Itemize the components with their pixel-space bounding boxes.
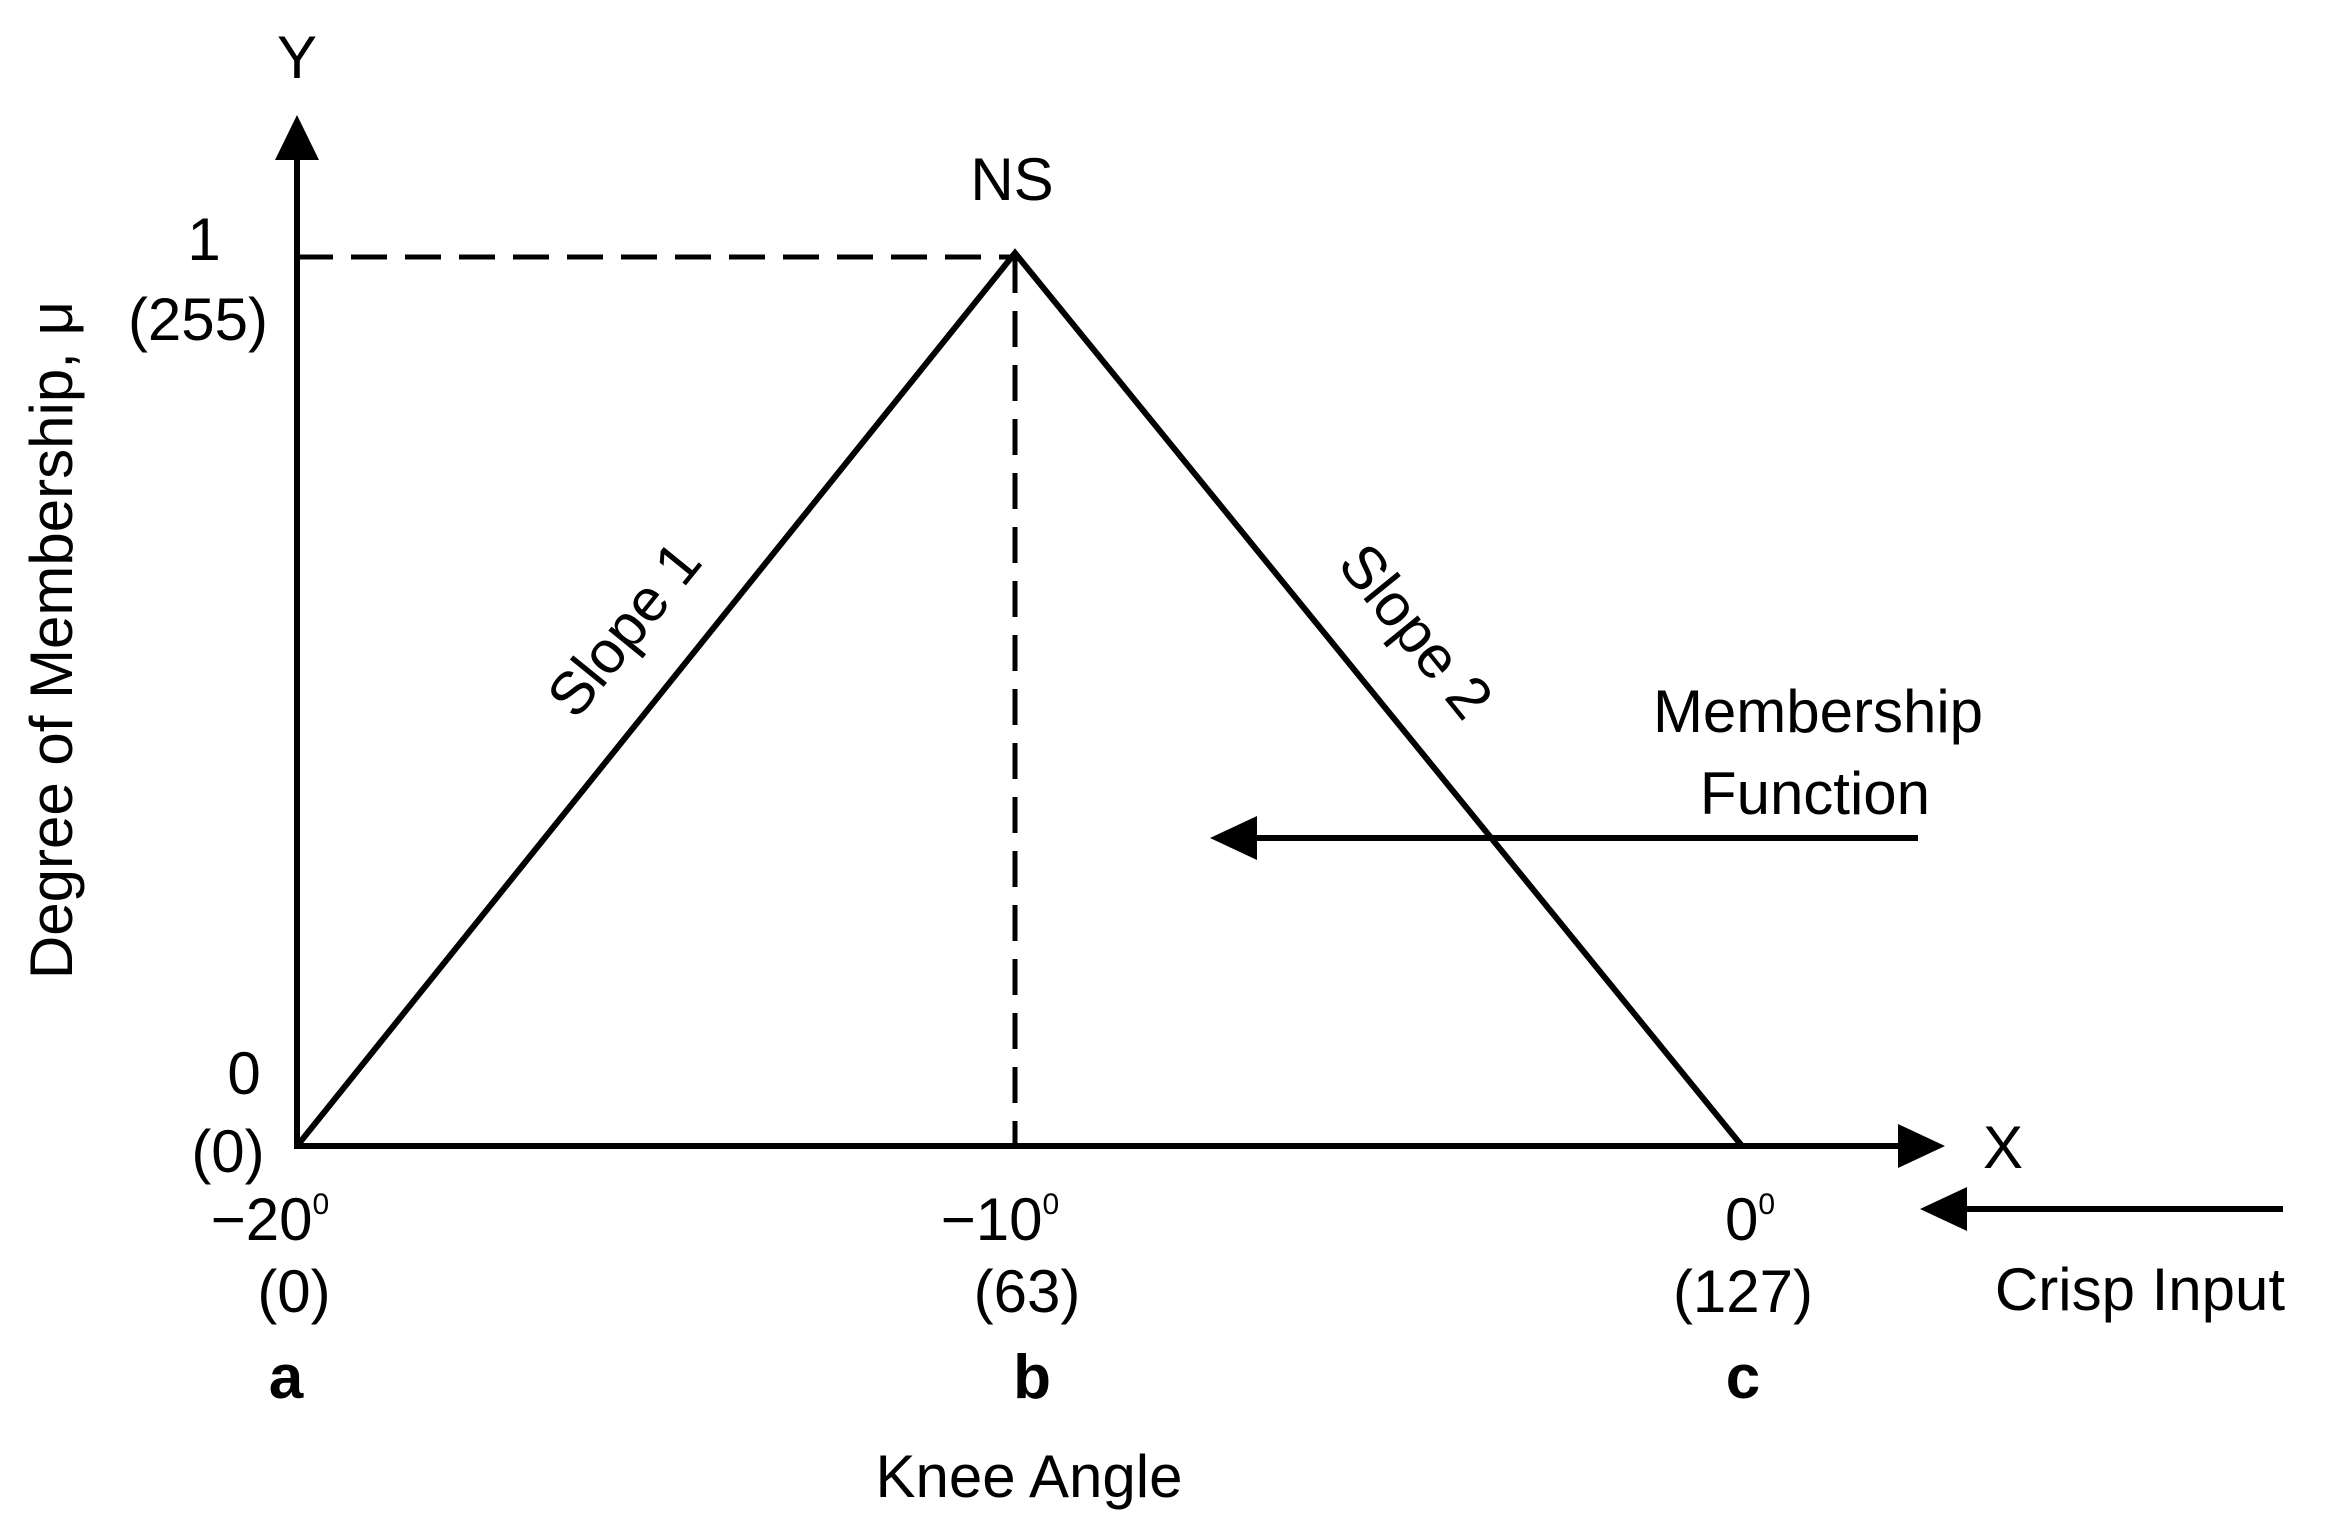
x-tick-a-letter: a <box>269 1343 304 1412</box>
y-tick-1: 1 <box>187 206 220 273</box>
peak-label-ns: NS <box>970 146 1053 213</box>
crisp-input-label: Crisp Input <box>1995 1256 2285 1323</box>
y-axis-letter: Y <box>277 24 317 91</box>
crisp-input-arrowhead <box>1920 1187 1967 1231</box>
membership-function-arrowhead <box>1210 816 1257 860</box>
membership-function-label-line1: Membership <box>1653 678 1983 745</box>
membership-function-triangle <box>294 248 1745 1148</box>
x-tick-b-value: −100 <box>941 1186 1059 1253</box>
y-axis-title: Degree of Membership, μ <box>18 301 85 979</box>
x-tick-b-sub: (63) <box>974 1258 1081 1325</box>
membership-function-label-line2: Function <box>1700 760 1930 827</box>
x-tick-c-sub: (127) <box>1673 1258 1813 1325</box>
x-axis-arrowhead <box>1898 1124 1945 1168</box>
x-axis-letter: X <box>1983 1114 2023 1181</box>
slope-1-label: Slope 1 <box>534 529 714 729</box>
x-tick-b-letter: b <box>1013 1343 1051 1412</box>
y-axis-arrowhead <box>275 115 319 160</box>
y-tick-0: 0 <box>227 1040 260 1107</box>
y-tick-0-sub: (0) <box>191 1118 264 1185</box>
x-tick-a-value: −200 <box>211 1186 329 1253</box>
x-tick-c-value: 00 <box>1725 1186 1775 1253</box>
slope-2-label: Slope 2 <box>1326 531 1506 731</box>
y-tick-1-sub: (255) <box>128 286 268 353</box>
x-axis-title: Knee Angle <box>876 1443 1183 1510</box>
x-tick-c-letter: c <box>1726 1343 1760 1412</box>
x-tick-a-sub: (0) <box>257 1258 330 1325</box>
